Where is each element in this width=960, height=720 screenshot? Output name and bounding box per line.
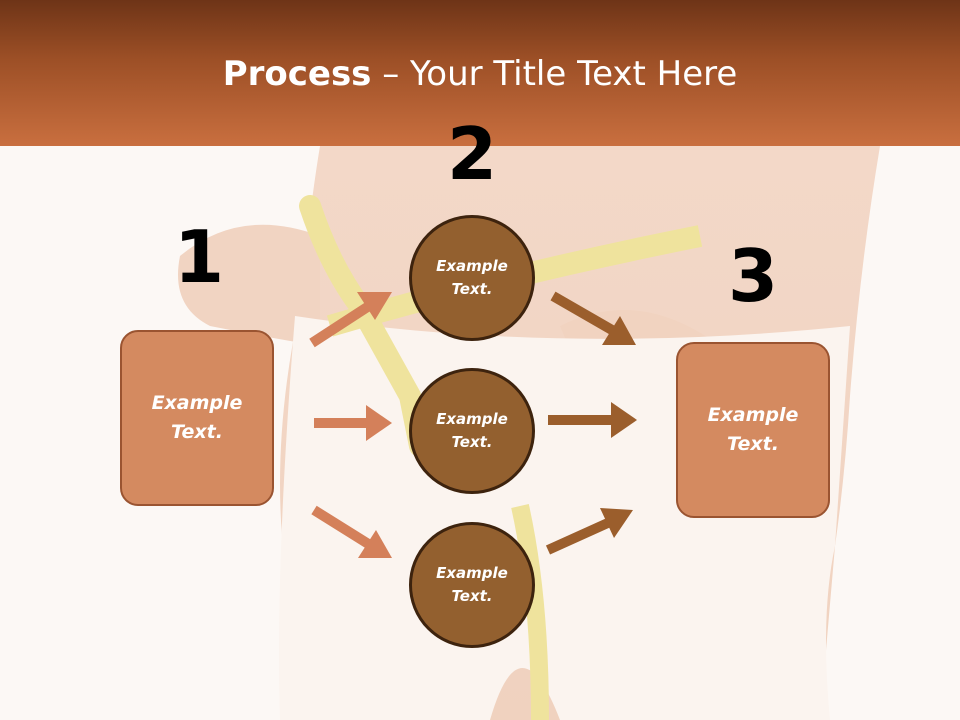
step-number-2: 2 bbox=[446, 112, 498, 196]
arrow-left-middle bbox=[314, 405, 392, 441]
circle-middle-label: Example Text. bbox=[436, 410, 508, 451]
step-number-1: 1 bbox=[173, 215, 225, 299]
step-2-circle-bottom[interactable]: Example Text. bbox=[409, 522, 535, 648]
step-3-label: Example Text. bbox=[707, 404, 799, 455]
step-2-circle-top[interactable]: Example Text. bbox=[409, 215, 535, 341]
step-1-box[interactable]: Example Text. bbox=[120, 330, 274, 506]
slide-title: Process – Your Title Text Here bbox=[0, 52, 960, 96]
title-bold: Process bbox=[222, 54, 372, 94]
step-1-label: Example Text. bbox=[151, 392, 243, 443]
step-3-box[interactable]: Example Text. bbox=[676, 342, 830, 518]
arrow-left-bottom bbox=[311, 505, 392, 558]
arrow-right-top bbox=[550, 291, 636, 345]
step-2-circle-middle[interactable]: Example Text. bbox=[409, 368, 535, 494]
circle-bottom-label: Example Text. bbox=[436, 564, 508, 605]
arrow-right-middle bbox=[548, 402, 637, 438]
circle-top-label: Example Text. bbox=[436, 257, 508, 298]
arrow-right-bottom bbox=[545, 508, 633, 555]
arrow-left-top bbox=[309, 292, 392, 348]
header-band bbox=[0, 0, 960, 146]
title-rest: – Your Title Text Here bbox=[371, 54, 738, 94]
step-number-3: 3 bbox=[727, 234, 779, 318]
